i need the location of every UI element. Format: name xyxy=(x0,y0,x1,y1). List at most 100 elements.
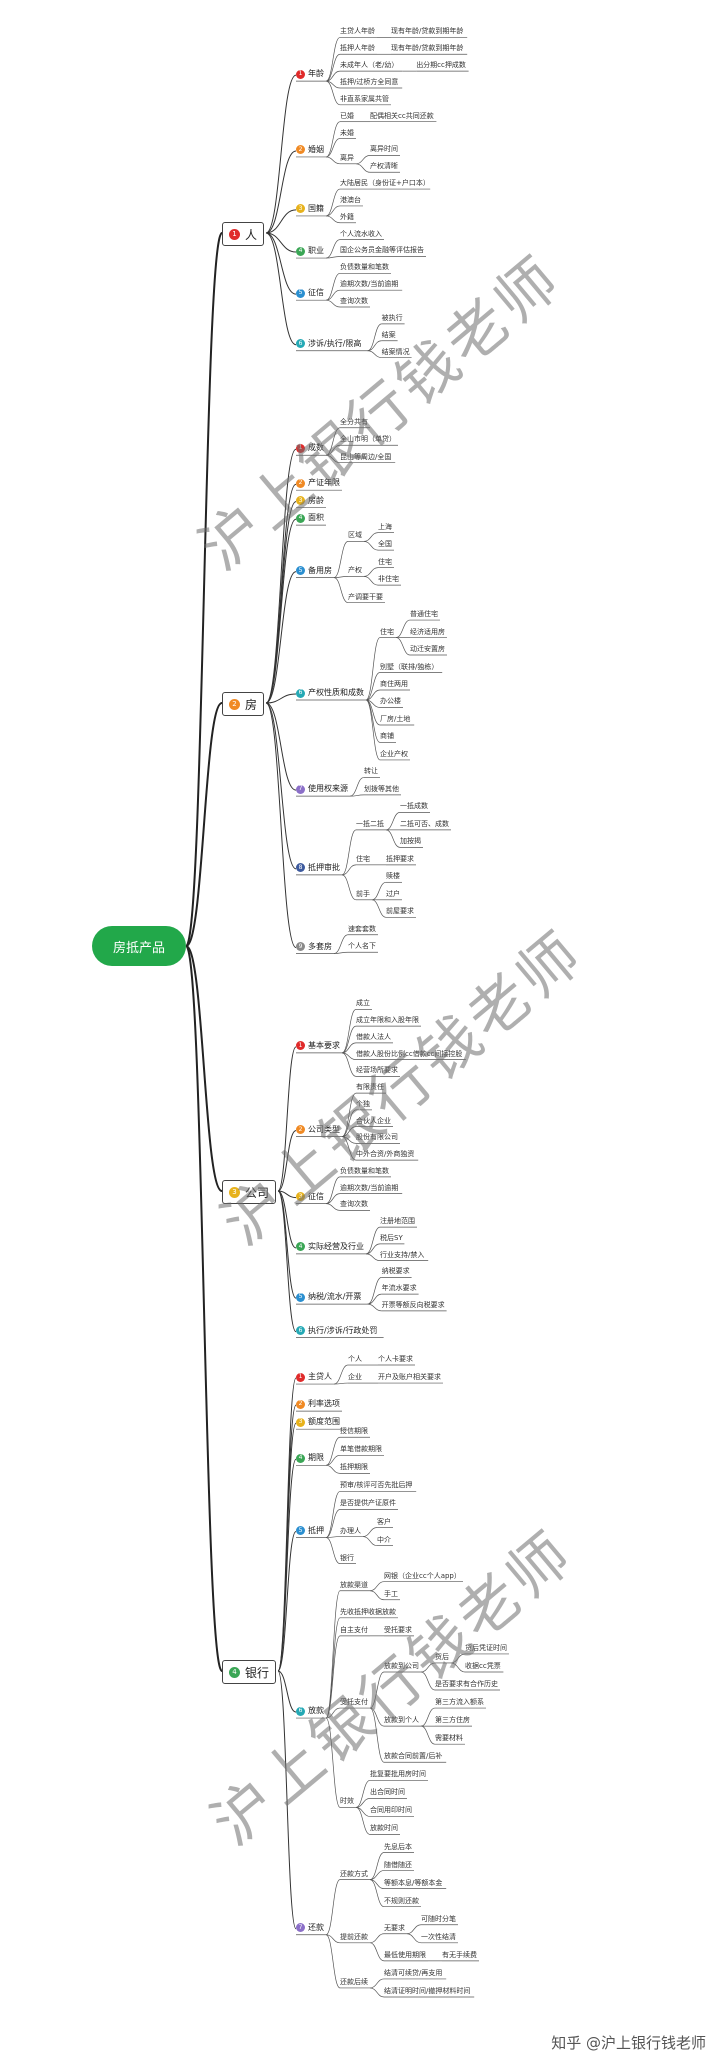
leaf-node[interactable]: 昆山等周边/全国 xyxy=(340,452,392,461)
leaf-node[interactable]: 经营场所要求 xyxy=(356,1066,398,1075)
leaf-node[interactable]: 别墅（联排/独栋） xyxy=(380,662,439,671)
leaf-node[interactable]: 配偶相关cc共同还款 xyxy=(370,111,434,120)
leaf-node[interactable]: 借款人法人 xyxy=(356,1032,391,1041)
leaf-node[interactable]: 住宅 xyxy=(380,627,394,636)
leaf-node[interactable]: 个人卡要求 xyxy=(378,1355,413,1364)
leaf-node[interactable]: 无要求 xyxy=(384,1923,405,1932)
leaf-node[interactable]: 结清可续贷/再支用 xyxy=(384,1968,443,1977)
leaf-node[interactable]: 上海 xyxy=(378,522,392,531)
leaf-node[interactable]: 成立年限和入股年限 xyxy=(356,1016,419,1025)
leaf-node[interactable]: 最低使用期限 xyxy=(384,1950,426,1959)
leaf-node[interactable]: 受托支付 xyxy=(340,1698,368,1707)
leaf-node[interactable]: 提前还款 xyxy=(340,1932,368,1941)
leaf-node[interactable]: 出分期cc押成数 xyxy=(416,61,466,70)
leaf-node[interactable]: 需要材料 xyxy=(435,1734,463,1743)
leaf-node[interactable]: 出合同时间 xyxy=(370,1788,405,1797)
leaf-node[interactable]: 中介 xyxy=(377,1535,391,1544)
leaf-node[interactable]: 查询次数 xyxy=(340,1200,368,1209)
leaf-node[interactable]: 主贷人年龄 xyxy=(340,27,375,36)
leaf-node[interactable]: 开户及账户相关要求 xyxy=(378,1373,441,1382)
leaf-node[interactable]: 区域 xyxy=(348,531,362,540)
leaf-node[interactable]: 有无手续费 xyxy=(442,1950,477,1959)
leaf-node[interactable]: 等额本息/等额本金 xyxy=(384,1878,443,1887)
root-node[interactable]: 房抵产品 xyxy=(92,926,186,966)
leaf-node[interactable]: 商住两用 xyxy=(380,680,408,688)
leaf-node[interactable]: 可随时分笔 xyxy=(421,1914,456,1923)
leaf-node[interactable]: 放款渠道 xyxy=(340,1580,368,1589)
leaf-node[interactable]: 办理人 xyxy=(340,1526,361,1535)
leaf-node[interactable]: 授信期限 xyxy=(340,1427,368,1436)
leaf-node[interactable]: 抵押期限 xyxy=(340,1463,368,1472)
leaf-node[interactable]: 企业产权 xyxy=(380,749,408,758)
leaf-node[interactable]: 有限责任 xyxy=(356,1083,384,1092)
leaf-node[interactable]: 合伙人企业 xyxy=(356,1116,391,1125)
leaf-node[interactable]: 结清证明时间/撤押材料时间 xyxy=(384,1986,471,1995)
leaf-node[interactable]: 负债数量和笔数 xyxy=(340,263,389,272)
leaf-node[interactable]: 放款时间 xyxy=(370,1824,398,1833)
leaf-node[interactable]: 个独 xyxy=(356,1099,370,1108)
leaf-node[interactable]: 货后凭证时间 xyxy=(465,1643,507,1652)
leaf-node[interactable]: 放款到个人 xyxy=(384,1716,419,1725)
leaf-node[interactable]: 非住宅 xyxy=(378,575,399,584)
leaf-node[interactable]: 个人 xyxy=(348,1355,362,1364)
leaf-node[interactable]: 受托要求 xyxy=(384,1625,412,1634)
leaf-node[interactable]: 纳税要求 xyxy=(381,1267,410,1276)
leaf-node[interactable]: 一抵成数 xyxy=(400,802,428,811)
leaf-node[interactable]: 加按揭 xyxy=(400,837,421,846)
leaf-node[interactable]: 查询次数 xyxy=(340,297,368,306)
leaf-node[interactable]: 还款后续 xyxy=(340,1977,368,1986)
leaf-node[interactable]: 第三方流入额系 xyxy=(435,1698,484,1707)
leaf-node[interactable]: 商铺 xyxy=(380,732,394,741)
leaf-node[interactable]: 前手 xyxy=(356,889,370,898)
leaf-node[interactable]: 不规则还款 xyxy=(384,1896,419,1905)
leaf-node[interactable]: 抵押人年龄 xyxy=(340,44,375,53)
leaf-node[interactable]: 划拨等其他 xyxy=(364,784,399,793)
leaf-node[interactable]: 个人名下 xyxy=(348,942,376,951)
leaf-node[interactable]: 开票等额反向税要求 xyxy=(381,1300,445,1309)
leaf-node[interactable]: 逾期次数/当前逾期 xyxy=(340,280,399,289)
leaf-node[interactable]: 单笔借款期限 xyxy=(340,1445,382,1454)
leaf-node[interactable]: 经济适用房 xyxy=(410,627,445,636)
leaf-node[interactable]: 转让 xyxy=(364,767,378,776)
leaf-node[interactable]: 结案情况 xyxy=(381,347,410,356)
leaf-node[interactable]: 被执行 xyxy=(381,313,403,322)
leaf-node[interactable]: 第三方住房 xyxy=(435,1716,470,1725)
leaf-node[interactable]: 国企公务员金融等评估报告 xyxy=(340,246,424,255)
leaf-node[interactable]: 结案 xyxy=(381,330,396,339)
leaf-node[interactable]: 股份有限公司 xyxy=(356,1133,398,1142)
leaf-node[interactable]: 外籍 xyxy=(340,212,354,221)
leaf-node[interactable]: 是否要求有合作历史 xyxy=(435,1680,498,1689)
leaf-node[interactable]: 银行 xyxy=(340,1553,354,1562)
leaf-node[interactable]: 厂房/土地 xyxy=(380,714,411,723)
leaf-node[interactable]: 产权 xyxy=(348,566,362,575)
leaf-node[interactable]: 港澳台 xyxy=(340,195,361,204)
leaf-node[interactable]: 前屋要求 xyxy=(386,907,414,916)
leaf-node[interactable]: 放款到公司 xyxy=(384,1661,419,1670)
leaf-node[interactable]: 放款合同前置/后补 xyxy=(384,1752,443,1761)
leaf-node[interactable]: 行业支持/禁入 xyxy=(380,1250,425,1259)
leaf-node[interactable]: 一次性结清 xyxy=(421,1932,456,1941)
